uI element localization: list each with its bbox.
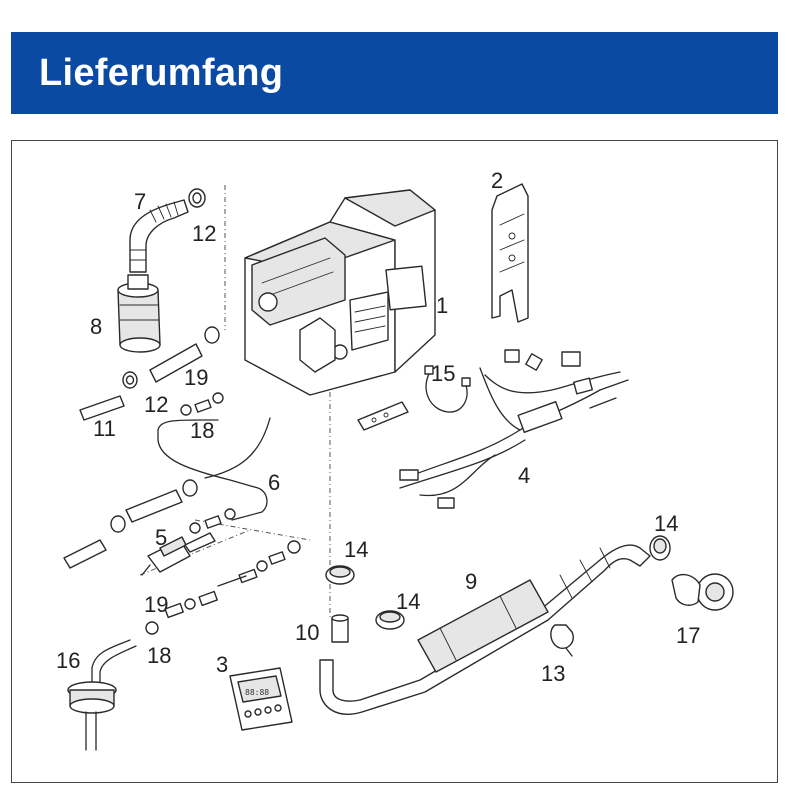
callout-19-lower: 19 <box>144 592 168 617</box>
part-5-fuel-pump <box>141 532 216 576</box>
part-7-intake-hose <box>129 199 189 273</box>
part-11-tube <box>79 395 125 421</box>
part-8-intake-silencer <box>117 274 161 353</box>
section-title: Lieferumfang <box>39 51 284 94</box>
part-3-control-panel: 88:88 <box>229 667 293 731</box>
callout-10: 10 <box>295 620 319 645</box>
tube-segment-upper <box>149 343 203 383</box>
part-19-fitting-lower <box>164 590 218 619</box>
callout-6: 6 <box>268 470 280 495</box>
callout-12-upper: 12 <box>192 221 216 246</box>
section-header: Lieferumfang <box>11 32 778 114</box>
part-15-cable <box>424 365 471 413</box>
callout-18-lower: 18 <box>147 643 171 668</box>
callout-14-a: 14 <box>344 537 368 562</box>
part-16-tank-fitting <box>67 639 137 751</box>
callout-19-upper: 19 <box>184 365 208 390</box>
callout-11: 11 <box>93 416 116 441</box>
part-17-exhaust-endpiece <box>671 573 734 611</box>
part-18-fitting-upper <box>180 404 192 416</box>
fuse-holder <box>357 401 409 431</box>
part-9-exhaust-pipe <box>319 544 651 715</box>
part-11-tube-lower <box>63 539 107 569</box>
part-19-fitting-upper <box>194 392 224 413</box>
part-6-fuel-line <box>157 417 271 521</box>
part-10-sleeve <box>331 614 349 643</box>
callout-14-c: 14 <box>654 511 678 536</box>
part-14-clamp-a <box>325 565 355 585</box>
callout-14-b: 14 <box>396 589 420 614</box>
callout-4: 4 <box>518 463 530 488</box>
part-14-clamp-c <box>649 535 671 561</box>
callout-15: 15 <box>431 361 455 386</box>
part-12-hose-clamp-lower <box>122 371 138 389</box>
part-2-mounting-bracket <box>491 183 529 323</box>
diagram-frame <box>11 140 778 783</box>
hose-clamp-extra <box>110 326 220 533</box>
callout-labels: 1 2 3 4 5 6 7 8 9 10 11 12 12 13 14 14 1… <box>56 168 700 686</box>
tube-segment-middle <box>125 489 183 523</box>
callout-1: 1 <box>436 293 448 318</box>
callout-5: 5 <box>155 525 167 550</box>
callout-13: 13 <box>541 661 565 686</box>
callout-2: 2 <box>491 168 503 193</box>
callout-18-upper: 18 <box>190 418 214 443</box>
part-18-fitting-lower <box>145 621 159 635</box>
callout-12-lower: 12 <box>144 392 168 417</box>
callout-17: 17 <box>676 623 700 648</box>
part-14-clamp-b <box>375 610 405 630</box>
svg-text:88:88: 88:88 <box>245 688 269 697</box>
part-1-heater-unit <box>244 189 436 396</box>
part-12-hose-clamp-upper <box>188 188 206 208</box>
callout-3: 3 <box>216 652 228 677</box>
part-4-wiring-harness <box>399 349 629 509</box>
callout-9: 9 <box>465 569 477 594</box>
inline-fittings-row <box>189 508 301 587</box>
callout-7: 7 <box>134 189 146 214</box>
callout-16: 16 <box>56 648 80 673</box>
part-13-pipe-clip <box>550 624 574 657</box>
callout-8: 8 <box>90 314 102 339</box>
